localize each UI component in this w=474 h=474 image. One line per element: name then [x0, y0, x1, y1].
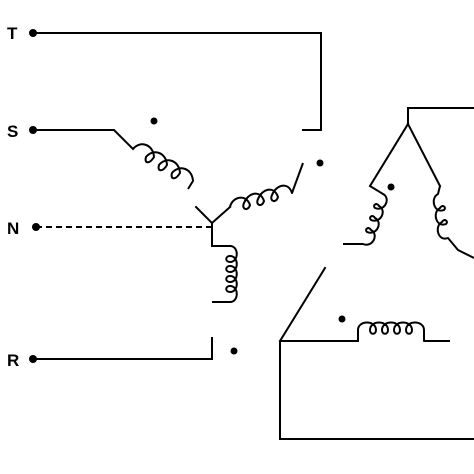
polarity-dot-t: [316, 159, 324, 167]
delta-coil-left: [343, 185, 388, 246]
wye-coil-r: [212, 245, 238, 303]
delta-top-lead: [407, 107, 474, 125]
wire-t: [32, 32, 322, 131]
wire-s: [32, 129, 135, 151]
delta-left-upper-wire: [368, 122, 410, 188]
delta-coil-right: [432, 185, 474, 259]
wye-star-point: [194, 205, 231, 247]
wye-coil-t: [229, 162, 304, 211]
delta-right-upper-wire: [406, 122, 442, 188]
polarity-dot-s: [150, 117, 158, 125]
terminal-label-s: S: [7, 122, 18, 141]
delta-left-lower-wire: [278, 266, 327, 343]
terminal-label-t: T: [7, 24, 18, 43]
wye-coil-s: [132, 143, 194, 190]
terminal-label-n: N: [7, 219, 19, 238]
terminal-label-r: R: [7, 351, 19, 370]
polarity-dot-delta-bottom: [338, 315, 346, 323]
delta-coil-bottom: [357, 321, 450, 342]
delta-bottom-lead: [279, 340, 474, 440]
delta-bottom-left-wire: [279, 329, 359, 342]
wire-r: [32, 337, 213, 360]
wye-star-link: [210, 205, 232, 225]
polarity-dot-r: [230, 347, 238, 355]
polarity-dot-delta-left: [387, 183, 395, 191]
